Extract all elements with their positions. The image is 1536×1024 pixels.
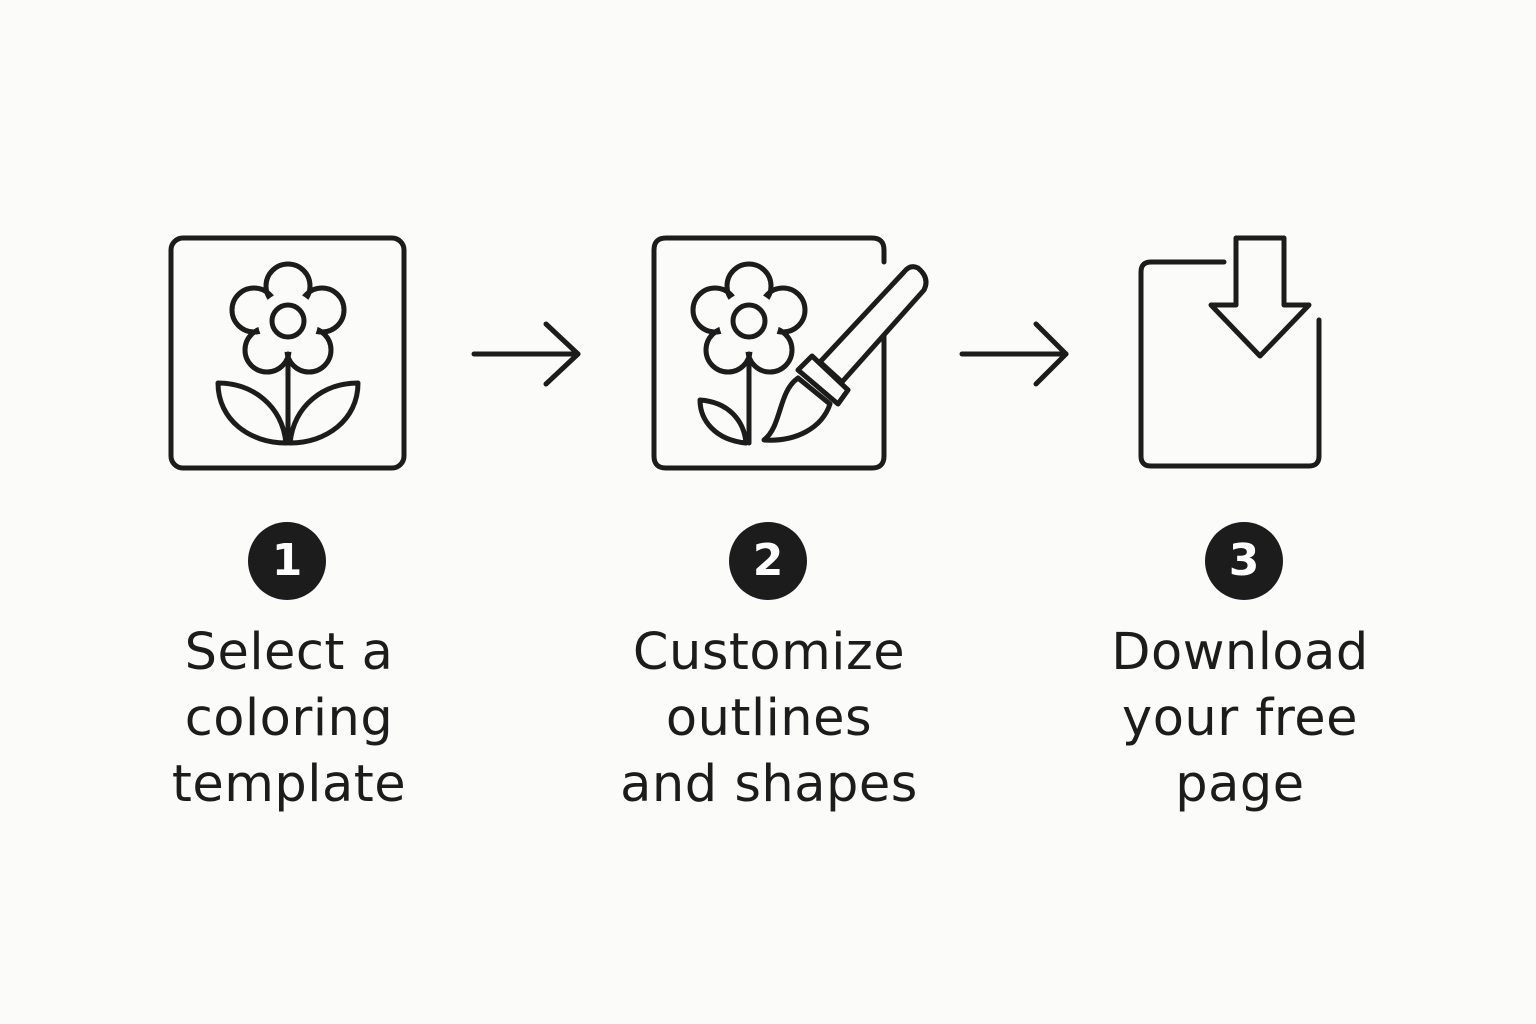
download-page-icon [1138, 235, 1322, 469]
step-1-label: Select a coloring template [99, 620, 479, 818]
step-1-badge: 1 [248, 522, 326, 600]
step-3-label-line: Download [1111, 623, 1369, 682]
step-3-badge: 3 [1205, 522, 1283, 600]
flower-paintbrush-icon [651, 235, 929, 471]
step-1-label-line: coloring [184, 689, 394, 748]
arrow-right-icon [471, 321, 581, 387]
step-1-label-line: Select a [184, 623, 394, 682]
flower-template-icon [168, 235, 407, 471]
step-2-label-line: Customize [632, 623, 906, 682]
step-3-label-line: page [1175, 755, 1305, 814]
step-1-label-line: template [171, 755, 407, 814]
step-2-badge: 2 [729, 522, 807, 600]
step-3-label: Download your free page [1050, 620, 1430, 818]
arrow-right-icon [959, 321, 1069, 387]
step-2-label: Customize outlines and shapes [579, 620, 959, 818]
step-2-label-line: outlines [665, 689, 873, 748]
step-3-label-line: your free [1122, 689, 1358, 748]
step-2-label-line: and shapes [620, 755, 918, 814]
